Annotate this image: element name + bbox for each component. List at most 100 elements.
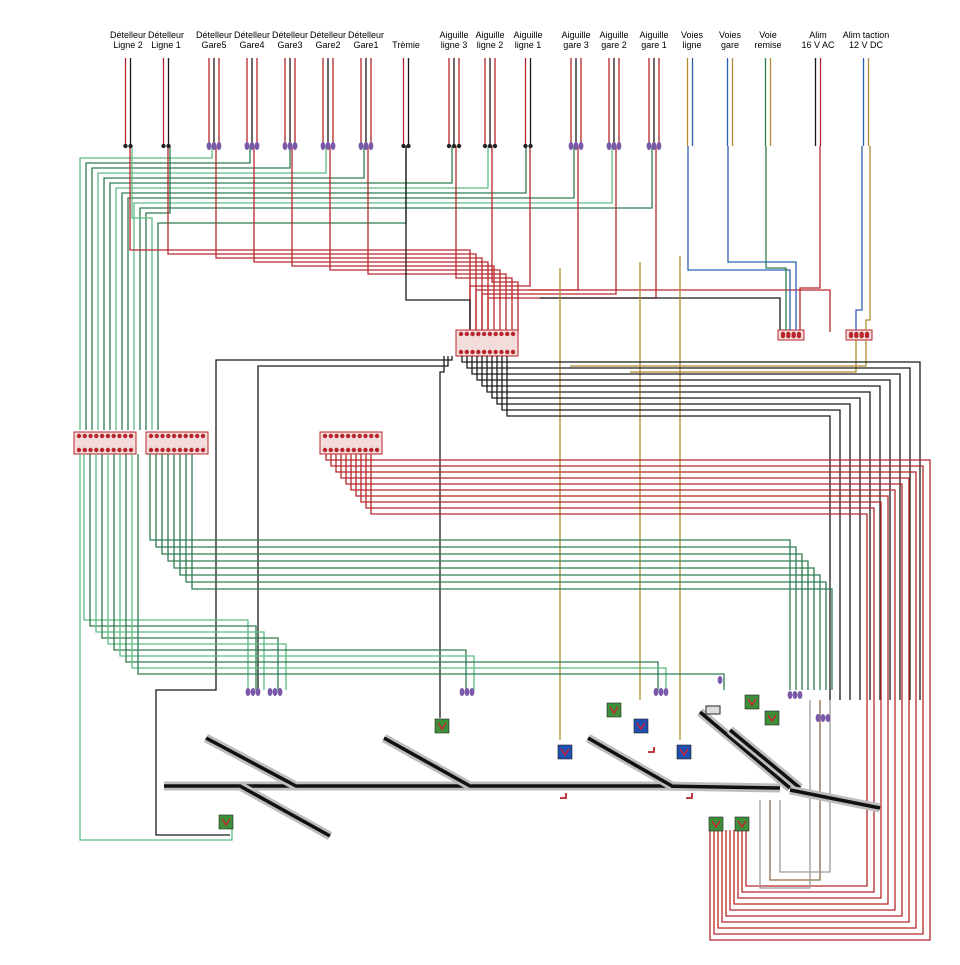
switch-motor-remise-2 — [764, 710, 780, 726]
terminal-strip-left-pin — [88, 447, 93, 453]
main-track-right-rail — [659, 784, 781, 790]
alim-dc-terminal — [845, 329, 873, 341]
connector-dot — [523, 143, 528, 149]
terminal-strip-left-pin — [111, 433, 116, 439]
connector-oval — [245, 688, 251, 696]
siding-remise-rail — [698, 710, 792, 790]
header-wire-red — [481, 146, 617, 334]
terminal-strip-mid-pin — [148, 447, 154, 453]
terminal-strip-mid-pin — [177, 447, 183, 453]
connector-oval — [287, 142, 293, 150]
label-tremie: Trèmie — [392, 30, 420, 50]
label-line: Gare2 — [315, 40, 341, 50]
terminal-strip-left-pin — [123, 433, 128, 439]
green-drop-wire — [101, 454, 279, 690]
terminal-strip-mid-pin — [183, 433, 188, 439]
switch-motor-gare1 — [633, 718, 649, 734]
label-line: Aiguille — [439, 30, 469, 40]
terminal-strip-right-pin — [322, 433, 328, 439]
connector-oval — [320, 142, 326, 150]
central-terminal-block-pin — [458, 331, 464, 337]
connector-oval — [797, 691, 803, 699]
connector-oval — [250, 688, 256, 696]
label-line — [392, 30, 420, 40]
terminal-strip-right-pin — [369, 447, 374, 453]
label-line: Dételleur — [309, 30, 347, 40]
terminal-strip-mid-pin — [160, 433, 165, 439]
terminal-strip-mid-pin — [154, 433, 159, 439]
red-loop-wire — [340, 454, 910, 923]
switch-motor-remise-1-arrow — [747, 698, 757, 707]
label-line: Dételleur — [347, 30, 385, 40]
label-line: Gare4 — [239, 40, 265, 50]
label-line: Dételleur — [233, 30, 271, 40]
terminal-strip-left-pin — [82, 433, 87, 439]
terminal-strip-mid-pin — [200, 447, 206, 453]
label-line: gare 2 — [601, 40, 627, 50]
buffer-stop — [705, 705, 721, 715]
header-wire-red — [129, 146, 471, 334]
green-drop-wire — [131, 454, 667, 690]
connector-oval — [255, 688, 261, 696]
connector-oval — [815, 714, 821, 722]
connector-oval — [254, 142, 260, 150]
detector-mark — [686, 793, 693, 799]
terminal-strip-mid-pin — [154, 447, 159, 453]
terminal-strip-left-pin — [94, 433, 99, 439]
black-return-wire — [471, 356, 901, 700]
label-line: Aiguille — [561, 30, 591, 40]
green-right-wire — [149, 454, 791, 690]
green-right-wire — [167, 454, 809, 690]
black-return-wire — [506, 356, 831, 700]
terminal-strip-left-pin — [128, 433, 134, 439]
connector-dot — [166, 143, 171, 149]
terminal-strip-right-pin — [340, 433, 345, 439]
label-line: Ligne 1 — [151, 40, 181, 50]
terminal-strip-left-pin — [105, 433, 111, 439]
label-line: ligne 1 — [514, 40, 542, 50]
connector-dot — [123, 143, 128, 149]
header-wire-red — [329, 146, 501, 334]
connector-dot — [401, 143, 406, 149]
switch-motor-gare3 — [557, 744, 573, 760]
terminal-strip-mid-pin — [171, 447, 177, 453]
central-terminal-block-pin — [505, 331, 510, 337]
connector-oval — [573, 142, 579, 150]
connector-dot — [451, 143, 457, 149]
connector-dot — [456, 143, 462, 149]
terminal-strip-right-pin — [374, 447, 380, 453]
switch-motor-gare3-arrow — [560, 748, 570, 757]
terminal-strip-left-pin — [128, 447, 134, 453]
black-return-wire — [496, 356, 851, 700]
terminal-strip-mid-pin — [166, 433, 171, 439]
terminal-strip-right-pin — [357, 447, 362, 453]
terminal-strip-right-pin — [363, 447, 368, 453]
label-line: gare 3 — [563, 40, 589, 50]
terminal-strip-right-pin — [340, 447, 345, 453]
control-wire-green — [97, 146, 327, 430]
connector-oval — [820, 714, 826, 722]
control-wire-green — [133, 146, 613, 430]
header-wire-red — [215, 146, 483, 334]
switch-motor-gare5 — [218, 814, 234, 830]
central-terminal-block-pin — [510, 331, 516, 337]
red-loop-wire — [345, 454, 903, 917]
central-terminal-block-pin — [470, 349, 475, 355]
green-right-wire — [179, 454, 821, 690]
header-wire-red — [487, 146, 657, 334]
central-terminal-block-pin — [487, 349, 493, 355]
track-exit-rail — [789, 788, 881, 810]
switch-motor-gare2-arrow — [609, 706, 619, 715]
terminal-strip-mid-pin — [166, 447, 171, 453]
header-wire-red — [167, 146, 477, 334]
alim-ac-red — [799, 146, 821, 330]
central-terminal-block-pin — [487, 331, 493, 337]
label-line: ligne 3 — [440, 40, 468, 50]
header-wire-red — [253, 146, 489, 334]
label-line: Voie — [759, 30, 777, 40]
siding-gare2-rail — [587, 736, 673, 788]
